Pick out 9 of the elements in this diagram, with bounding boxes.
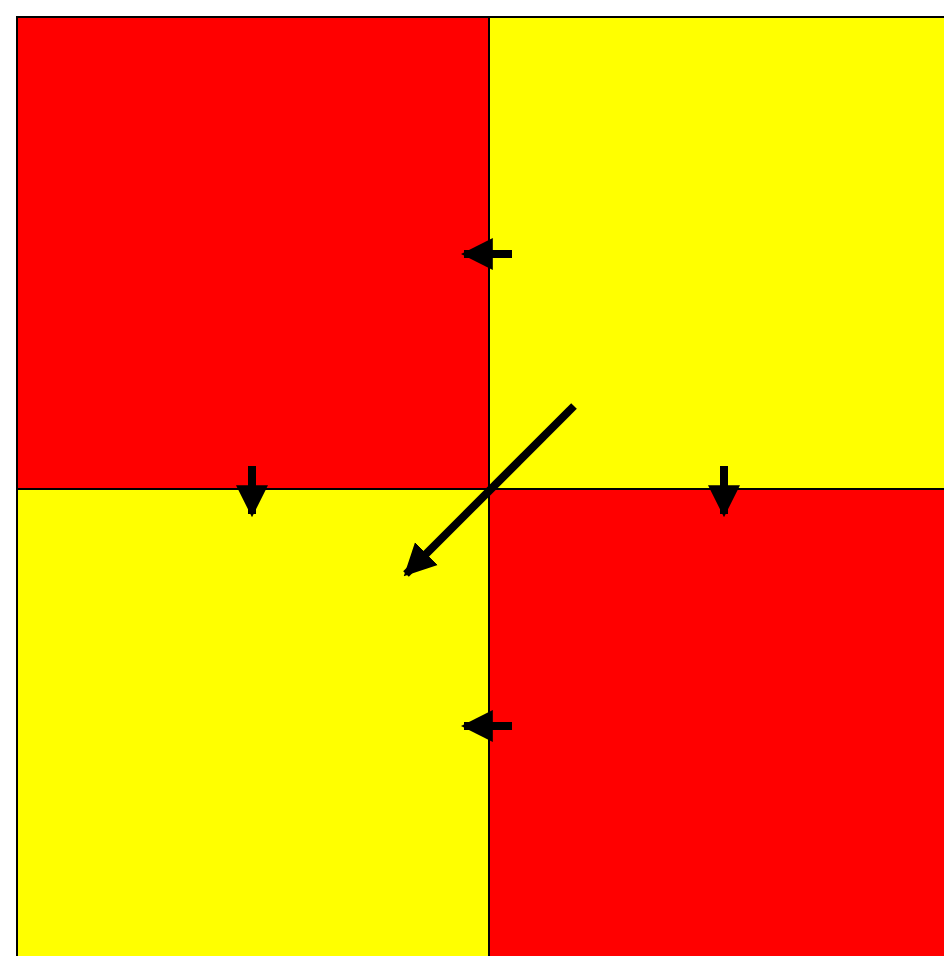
square-panel bbox=[488, 488, 944, 956]
square-panel bbox=[16, 488, 490, 956]
square-panel bbox=[488, 16, 944, 490]
arrow bbox=[236, 466, 268, 518]
arrow bbox=[460, 710, 512, 742]
arrow bbox=[403, 403, 577, 577]
arrow bbox=[708, 466, 740, 518]
arrow bbox=[460, 238, 512, 270]
square-panel bbox=[16, 16, 490, 490]
